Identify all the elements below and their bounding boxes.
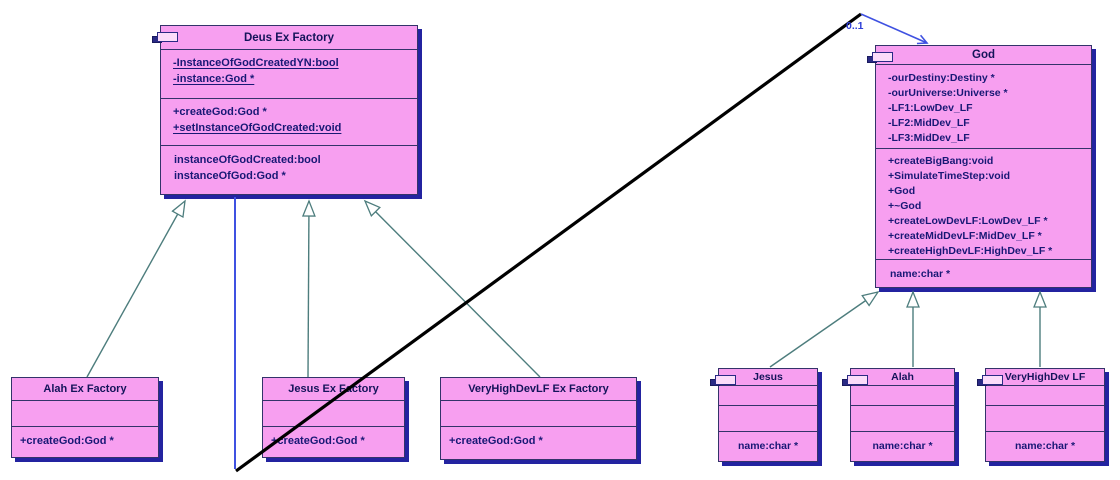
attributes-compartment: -ourDestiny:Destiny * -ourUniverse:Unive… bbox=[876, 64, 1091, 148]
association-arrow-to-god[interactable] bbox=[860, 13, 929, 45]
operations-compartment bbox=[851, 405, 954, 431]
class-alah-ex-factory[interactable]: Alah Ex Factory +createGod:God * bbox=[11, 377, 159, 458]
operations-compartment: +createGod:God * bbox=[263, 426, 404, 457]
class-title: Deus Ex Factory bbox=[243, 31, 335, 44]
attributes-compartment bbox=[986, 385, 1104, 405]
class-title: Alah Ex Factory bbox=[43, 383, 127, 395]
attribute: -instance:God * bbox=[173, 73, 255, 85]
operation: +createGod:God * bbox=[173, 106, 267, 118]
attribute: -InstanceOfGodCreatedYN:bool bbox=[173, 57, 339, 69]
attribute: -LF2:MidDev_LF bbox=[888, 117, 970, 129]
class-alah[interactable]: Alah name:char * bbox=[842, 368, 955, 462]
attribute: -ourUniverse:Universe * bbox=[888, 87, 1008, 99]
generalization-jesusex-to-deus[interactable] bbox=[301, 199, 316, 378]
properties-compartment: instanceOfGodCreated:bool instanceOfGod:… bbox=[161, 145, 417, 194]
class-icon bbox=[710, 375, 738, 387]
class-title: VeryHighDev LF bbox=[1004, 371, 1086, 383]
attributes-compartment bbox=[12, 400, 158, 426]
operations-compartment: +createGod:God * bbox=[441, 426, 636, 459]
attribute: -ourDestiny:Destiny * bbox=[888, 72, 995, 84]
class-god[interactable]: God -ourDestiny:Destiny * -ourUniverse:U… bbox=[867, 45, 1092, 288]
class-icon bbox=[867, 52, 895, 64]
operation: +createGod:God * bbox=[271, 435, 365, 447]
properties-compartment: name:char * bbox=[851, 431, 954, 461]
properties-compartment: name:char * bbox=[876, 259, 1091, 287]
class-jesus-ex-factory[interactable]: Jesus Ex Factory +createGod:God * bbox=[262, 377, 405, 458]
attributes-compartment bbox=[263, 400, 404, 426]
class-title: Alah bbox=[891, 371, 914, 383]
operation: +setInstanceOfGodCreated:void bbox=[173, 122, 342, 134]
attributes-compartment bbox=[441, 400, 636, 426]
operation: +createMidDevLF:MidDev_LF * bbox=[888, 230, 1042, 242]
properties-compartment: name:char * bbox=[719, 431, 817, 461]
properties-compartment: name:char * bbox=[986, 431, 1104, 461]
operation: +createBigBang:void bbox=[888, 155, 994, 167]
class-icon bbox=[152, 32, 180, 44]
generalization-alahex-to-deus[interactable] bbox=[86, 199, 186, 378]
class-deus-ex-factory[interactable]: Deus Ex Factory -InstanceOfGodCreatedYN:… bbox=[152, 25, 418, 195]
class-title: God bbox=[972, 49, 995, 61]
operations-compartment: +createGod:God * +setInstanceOfGodCreate… bbox=[161, 98, 417, 145]
attributes-compartment bbox=[719, 385, 817, 405]
operations-compartment: +createBigBang:void +SimulateTimeStep:vo… bbox=[876, 148, 1091, 259]
operation: +~God bbox=[888, 200, 922, 212]
operation: +createHighDevLF:HighDev_LF * bbox=[888, 245, 1053, 257]
property: name:char * bbox=[872, 440, 933, 452]
generalization-jesus-to-god[interactable] bbox=[769, 291, 880, 368]
class-veryhighdev-lf[interactable]: VeryHighDev LF name:char * bbox=[977, 368, 1105, 462]
operation: +createGod:God * bbox=[449, 435, 543, 447]
class-jesus[interactable]: Jesus name:char * bbox=[710, 368, 818, 462]
class-veryhighdevlf-ex-factory[interactable]: VeryHighDevLF Ex Factory +createGod:God … bbox=[440, 377, 637, 460]
operations-compartment: +createGod:God * bbox=[12, 426, 158, 457]
class-title: VeryHighDevLF Ex Factory bbox=[468, 383, 609, 395]
property: name:char * bbox=[1014, 440, 1076, 452]
attributes-compartment: -InstanceOfGodCreatedYN:bool -instance:G… bbox=[161, 49, 417, 98]
class-icon bbox=[977, 375, 1005, 387]
operation: +SimulateTimeStep:void bbox=[888, 170, 1011, 182]
property: name:char * bbox=[890, 268, 951, 280]
operation: +createGod:God * bbox=[20, 435, 114, 447]
attribute: -LF3:MidDev_LF bbox=[888, 132, 970, 144]
operation: +God bbox=[888, 185, 916, 197]
class-icon bbox=[842, 375, 870, 387]
attributes-compartment bbox=[851, 385, 954, 405]
attribute: -LF1:LowDev_LF bbox=[888, 102, 973, 114]
operations-compartment bbox=[719, 405, 817, 431]
class-title: Jesus Ex Factory bbox=[288, 383, 379, 395]
property: instanceOfGodCreated:bool bbox=[174, 154, 321, 166]
association-multiplicity-label: 0..1 bbox=[846, 20, 864, 32]
property: name:char * bbox=[737, 440, 799, 452]
property: instanceOfGod:God * bbox=[174, 170, 286, 182]
operations-compartment bbox=[986, 405, 1104, 431]
operation: +createLowDevLF:LowDev_LF * bbox=[888, 215, 1048, 227]
generalization-vhdex-to-deus[interactable] bbox=[363, 199, 541, 378]
